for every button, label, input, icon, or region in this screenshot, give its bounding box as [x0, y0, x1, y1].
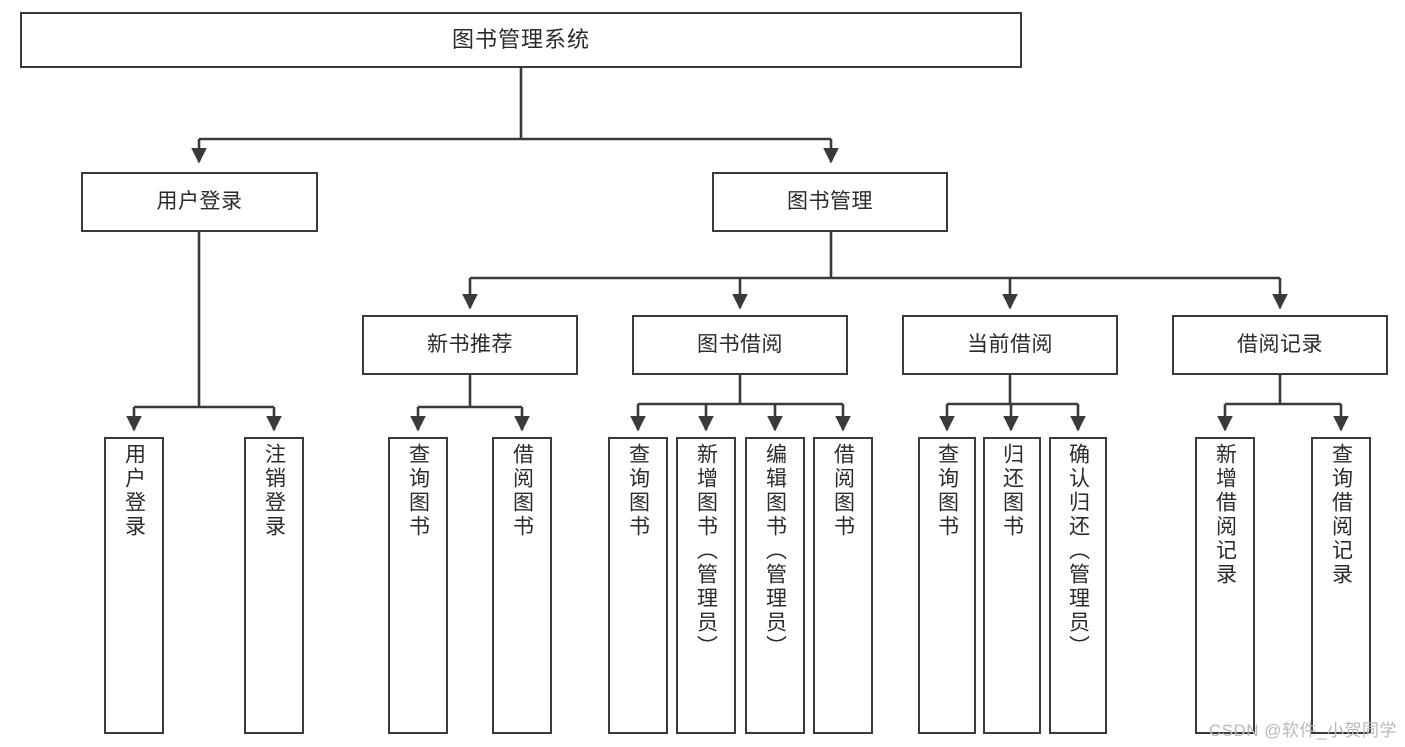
leaf-user-logout[interactable]: 注销登录: [244, 437, 304, 734]
watermark: CSDN @软件_小贺同学: [1208, 721, 1397, 740]
node-user-login[interactable]: 用户登录: [81, 172, 318, 232]
node-borrow-record[interactable]: 借阅记录: [1172, 315, 1388, 375]
node-label: 注销登录: [262, 443, 286, 539]
node-label: 新书推荐: [427, 332, 513, 356]
node-label: 借阅图书: [831, 443, 855, 539]
leaf-borrow-add-book[interactable]: 新增图书（管理员）: [676, 437, 736, 734]
node-book-borrow[interactable]: 图书借阅: [632, 315, 848, 375]
node-root-system[interactable]: 图书管理系统: [20, 12, 1022, 68]
leaf-borrow-borrow-book[interactable]: 借阅图书: [813, 437, 873, 734]
leaf-record-query[interactable]: 查询借阅记录: [1311, 437, 1371, 734]
node-label: 用户登录: [122, 443, 146, 539]
node-label: 查询图书: [935, 443, 959, 539]
leaf-new-book-borrow[interactable]: 借阅图书: [492, 437, 552, 734]
node-current-borrow[interactable]: 当前借阅: [902, 315, 1118, 375]
leaf-record-add[interactable]: 新增借阅记录: [1195, 437, 1255, 734]
node-label: 归还图书: [1000, 443, 1024, 539]
leaf-current-return-book[interactable]: 归还图书: [983, 437, 1041, 734]
leaf-borrow-query-book[interactable]: 查询图书: [608, 437, 668, 734]
leaf-new-book-query[interactable]: 查询图书: [388, 437, 448, 734]
node-label: 图书管理: [787, 189, 873, 213]
node-label: 用户登录: [156, 189, 243, 213]
node-new-book-recommend[interactable]: 新书推荐: [362, 315, 578, 375]
node-label: 查询图书: [406, 443, 430, 539]
node-label: 图书管理系统: [451, 27, 590, 53]
node-label: 借阅记录: [1237, 332, 1323, 356]
node-label: 新增借阅记录: [1213, 443, 1237, 587]
leaf-current-query-book[interactable]: 查询图书: [918, 437, 976, 734]
node-label: 查询借阅记录: [1329, 443, 1353, 587]
node-label: 图书借阅: [697, 332, 783, 356]
node-label: 编辑图书（管理员）: [763, 443, 787, 659]
node-book-management[interactable]: 图书管理: [712, 172, 948, 232]
node-label: 新增图书（管理员）: [694, 443, 718, 659]
leaf-borrow-edit-book[interactable]: 编辑图书（管理员）: [745, 437, 805, 734]
node-label: 借阅图书: [510, 443, 534, 539]
node-label: 当前借阅: [967, 332, 1053, 356]
leaf-user-login[interactable]: 用户登录: [104, 437, 164, 734]
node-label: 查询图书: [626, 443, 650, 539]
leaf-current-confirm-return[interactable]: 确认归还（管理员）: [1049, 437, 1107, 734]
node-label: 确认归还（管理员）: [1066, 443, 1090, 659]
